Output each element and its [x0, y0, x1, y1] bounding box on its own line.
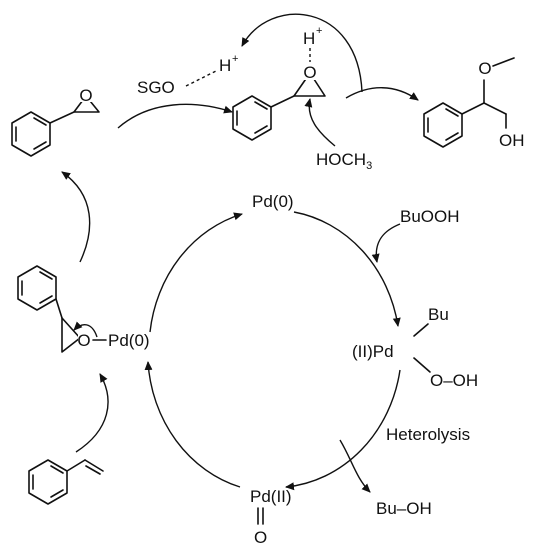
- butyl-label: Bu: [428, 305, 449, 324]
- methoxy-oxygen: O: [478, 59, 491, 78]
- pd0-top-label: Pd(0): [252, 192, 294, 211]
- benzene-ring: [17, 265, 57, 311]
- alcohol-release-arrow: [339, 439, 371, 493]
- pd-peroxo-complex: Bu (II)Pd O–OH: [352, 305, 478, 390]
- epoxide-pd-complex: O Pd(0): [17, 265, 150, 353]
- heterolysis-label: Heterolysis: [386, 425, 470, 444]
- benzene-ring: [28, 459, 68, 505]
- epoxide-ring: [293, 72, 326, 97]
- epoxide-oxygen-top: O: [303, 63, 316, 82]
- epoxide-oxygen-label: O: [79, 86, 92, 105]
- hydroperoxo-label: O–OH: [430, 371, 478, 390]
- styrene-oxide-left: O: [11, 86, 100, 157]
- methyl-bond: [492, 57, 515, 67]
- buooh-label: BuOOH: [400, 207, 460, 226]
- sgo-label: SGO: [137, 78, 175, 97]
- palladium-oxo: Pd(II) O: [250, 487, 292, 547]
- styrene: [28, 459, 104, 505]
- proton-left-charge: +: [232, 53, 238, 65]
- coordination-arrow: [73, 321, 98, 338]
- styrene-entry-arrow: [75, 373, 109, 453]
- complex-pd0-label: Pd(0): [108, 331, 150, 350]
- oxo-oxygen-label: O: [254, 528, 267, 547]
- butanol-label: Bu–OH: [376, 499, 432, 518]
- hydrogen-bond-dashed: [185, 69, 219, 87]
- catalytic-cycle: [144, 211, 401, 491]
- methoxy-alcohol-product: O OH: [423, 57, 525, 150]
- product-release-arrow: [61, 171, 91, 263]
- cycle-arc-top-right: [293, 211, 401, 327]
- epoxide-ring: [73, 95, 100, 113]
- cycle-arc-bottom-left: [144, 361, 241, 488]
- nucleophilic-attack-arrow: [304, 98, 336, 147]
- activation-arrow: [117, 103, 233, 129]
- methanol-label: HOCH3: [316, 150, 372, 172]
- complex-oxygen-label: O: [77, 331, 90, 350]
- benzene-ring: [11, 111, 51, 157]
- protonated-epoxide: H + O: [232, 25, 326, 141]
- benzene-ring: [423, 102, 463, 148]
- proton-left-label: H: [219, 56, 231, 75]
- cycle-arc-bottom-right: [285, 369, 401, 491]
- proton-top-label: H: [303, 29, 315, 48]
- proton-top-charge: +: [316, 25, 322, 37]
- pd2-right-label: (II)Pd: [352, 342, 394, 361]
- proton-transfer-arrow: [241, 13, 363, 93]
- oxidant-entry-arrow: [371, 223, 401, 263]
- cycle-arc-top-left: [149, 212, 243, 333]
- pd2-bottom-label: Pd(II): [250, 487, 292, 506]
- ring-opening-arrow: [345, 87, 419, 101]
- hydroxyl-label: OH: [499, 131, 525, 150]
- epoxide-ring: [61, 317, 81, 353]
- benzene-ring: [232, 95, 272, 141]
